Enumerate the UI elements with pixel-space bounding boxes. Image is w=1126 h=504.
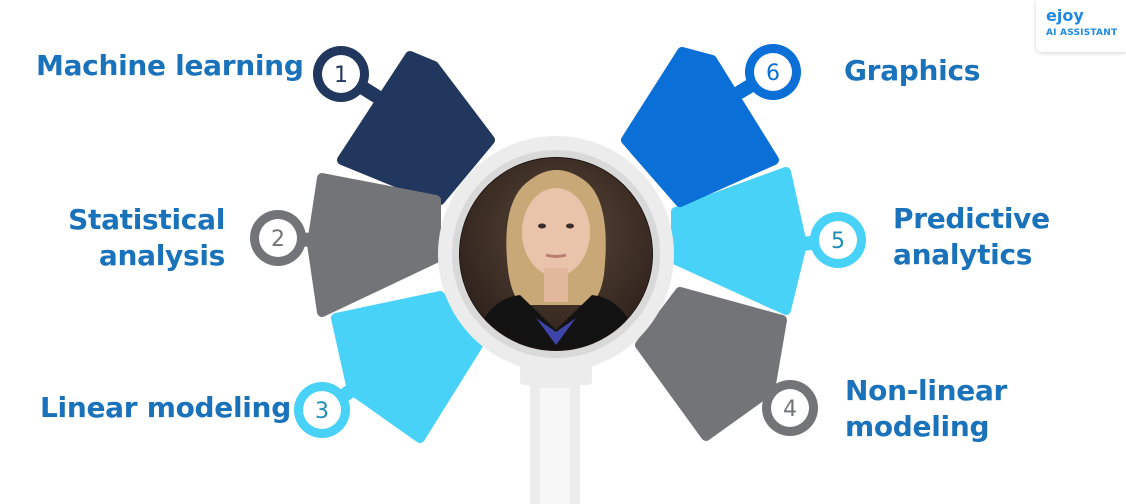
label-line: analysis	[98, 239, 225, 272]
segment-shape	[671, 167, 807, 315]
label-line: analytics	[893, 238, 1033, 271]
label-line: Machine learning	[36, 49, 304, 82]
label-graphics: Graphics	[844, 53, 1004, 89]
label-predictive-analytics: Predictive analytics	[893, 201, 1093, 273]
label-line: modeling	[845, 410, 990, 443]
segment-3: 3	[294, 291, 483, 443]
segment-number: 1	[334, 63, 348, 88]
label-line: Graphics	[844, 54, 981, 87]
segment-number: 5	[831, 229, 845, 254]
number-circle	[771, 389, 809, 427]
ejoy-subtitle: AI ASSISTANT	[1046, 28, 1118, 38]
label-non-linear-modeling: Non-linear modeling	[845, 373, 1045, 445]
segment-number: 3	[315, 399, 329, 424]
magnifier-lens	[438, 136, 674, 372]
segment-4: 4	[635, 287, 818, 441]
label-line: Linear modeling	[40, 391, 291, 424]
label-linear-modeling: Linear modeling	[40, 390, 291, 426]
segment-number: 4	[783, 397, 797, 422]
number-circle	[322, 55, 360, 93]
segment-2: 2	[250, 173, 441, 317]
ejoy-badge[interactable]: ejoy AI ASSISTANT	[1036, 0, 1126, 52]
segment-6: 6	[621, 44, 801, 207]
number-circle	[819, 221, 857, 259]
number-circle	[754, 53, 792, 91]
segment-shape	[635, 287, 787, 441]
label-statistical-analysis: Statistical analysis	[60, 202, 225, 274]
segment-shape	[621, 47, 779, 207]
label-line: Predictive	[893, 202, 1050, 235]
label-line: Statistical	[68, 203, 225, 236]
segment-5: 5	[671, 167, 866, 315]
segment-number: 2	[271, 227, 285, 252]
label-machine-learning: Machine learning	[36, 48, 304, 84]
number-circle	[303, 391, 341, 429]
ejoy-logo: ejoy	[1046, 6, 1084, 25]
magnifier-handle	[520, 355, 592, 504]
segment-number: 6	[766, 61, 780, 86]
segment-shape	[307, 173, 441, 317]
number-circle	[259, 219, 297, 257]
presenter-portrait	[460, 158, 652, 350]
label-line: Non-linear	[845, 374, 1008, 407]
segment-shape	[331, 291, 483, 443]
